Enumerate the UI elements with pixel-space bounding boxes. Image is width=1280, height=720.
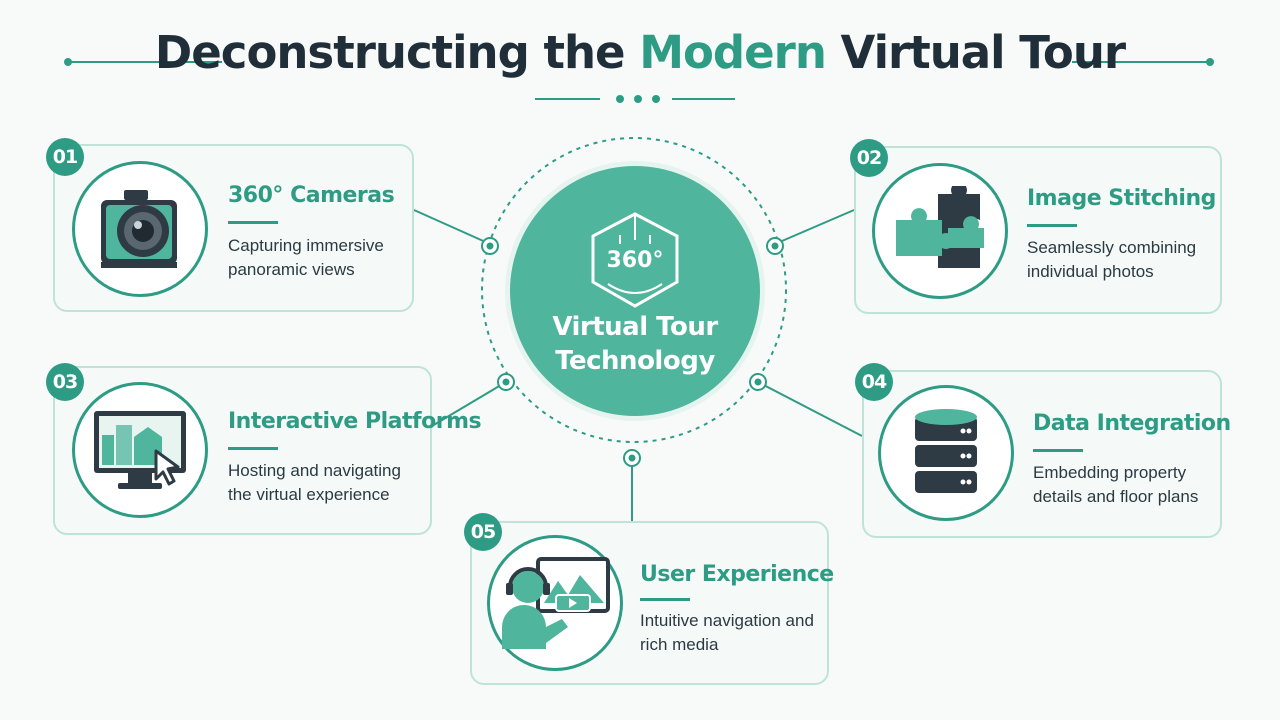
title-underline <box>1027 224 1077 227</box>
title-underline <box>1033 449 1083 452</box>
user-headset-icon <box>502 557 610 649</box>
card-desc-interactive-platforms: Hosting and navigating the virtual exper… <box>228 461 401 504</box>
badge-04: 04 <box>855 363 893 401</box>
title-underline <box>640 598 690 601</box>
card-title-user-experience: User Experience <box>640 562 834 587</box>
hub-label-line2: Technology <box>555 346 715 376</box>
camera-icon-circle <box>72 161 208 297</box>
hub-label-line1: Virtual Tour <box>552 312 718 342</box>
title-part1: Deconstructing the <box>154 26 640 79</box>
hub-icon-label: 360° <box>606 248 664 273</box>
360-cube-icon <box>591 212 679 308</box>
database-icon <box>915 409 977 493</box>
title-underline <box>228 221 278 224</box>
badge-01: 01 <box>46 138 84 176</box>
camera-icon <box>101 190 177 268</box>
badge-02: 02 <box>850 139 888 177</box>
card-desc-user-experience: Intuitive navigation and rich media <box>640 611 814 654</box>
badge-03: 03 <box>46 363 84 401</box>
database-icon-circle <box>878 385 1014 521</box>
card-title-360-cameras: 360° Cameras <box>228 183 395 208</box>
central-hub <box>510 166 760 416</box>
title-part2: Virtual Tour <box>825 26 1127 79</box>
card-desc-data-integration: Embedding property details and floor pla… <box>1033 463 1199 506</box>
badge-05: 05 <box>464 513 502 551</box>
title-accent: Modern <box>639 26 827 79</box>
card-title-interactive-platforms: Interactive Platforms <box>228 409 482 434</box>
card-desc-image-stitching: Seamlessly combining individual photos <box>1027 238 1197 281</box>
puzzle-icon-circle <box>872 163 1008 299</box>
puzzle-icon <box>896 186 984 268</box>
card-desc-360-cameras: Capturing immersive panoramic views <box>228 236 384 279</box>
card-title-image-stitching: Image Stitching <box>1027 186 1216 211</box>
card-title-data-integration: Data Integration <box>1033 411 1231 436</box>
title-underline <box>228 447 278 450</box>
page-title: Deconstructing the Modern Virtual Tour <box>0 26 1280 79</box>
user-icon-circle <box>487 535 623 671</box>
monitor-cursor-icon <box>94 411 186 489</box>
monitor-icon-circle <box>72 382 208 518</box>
